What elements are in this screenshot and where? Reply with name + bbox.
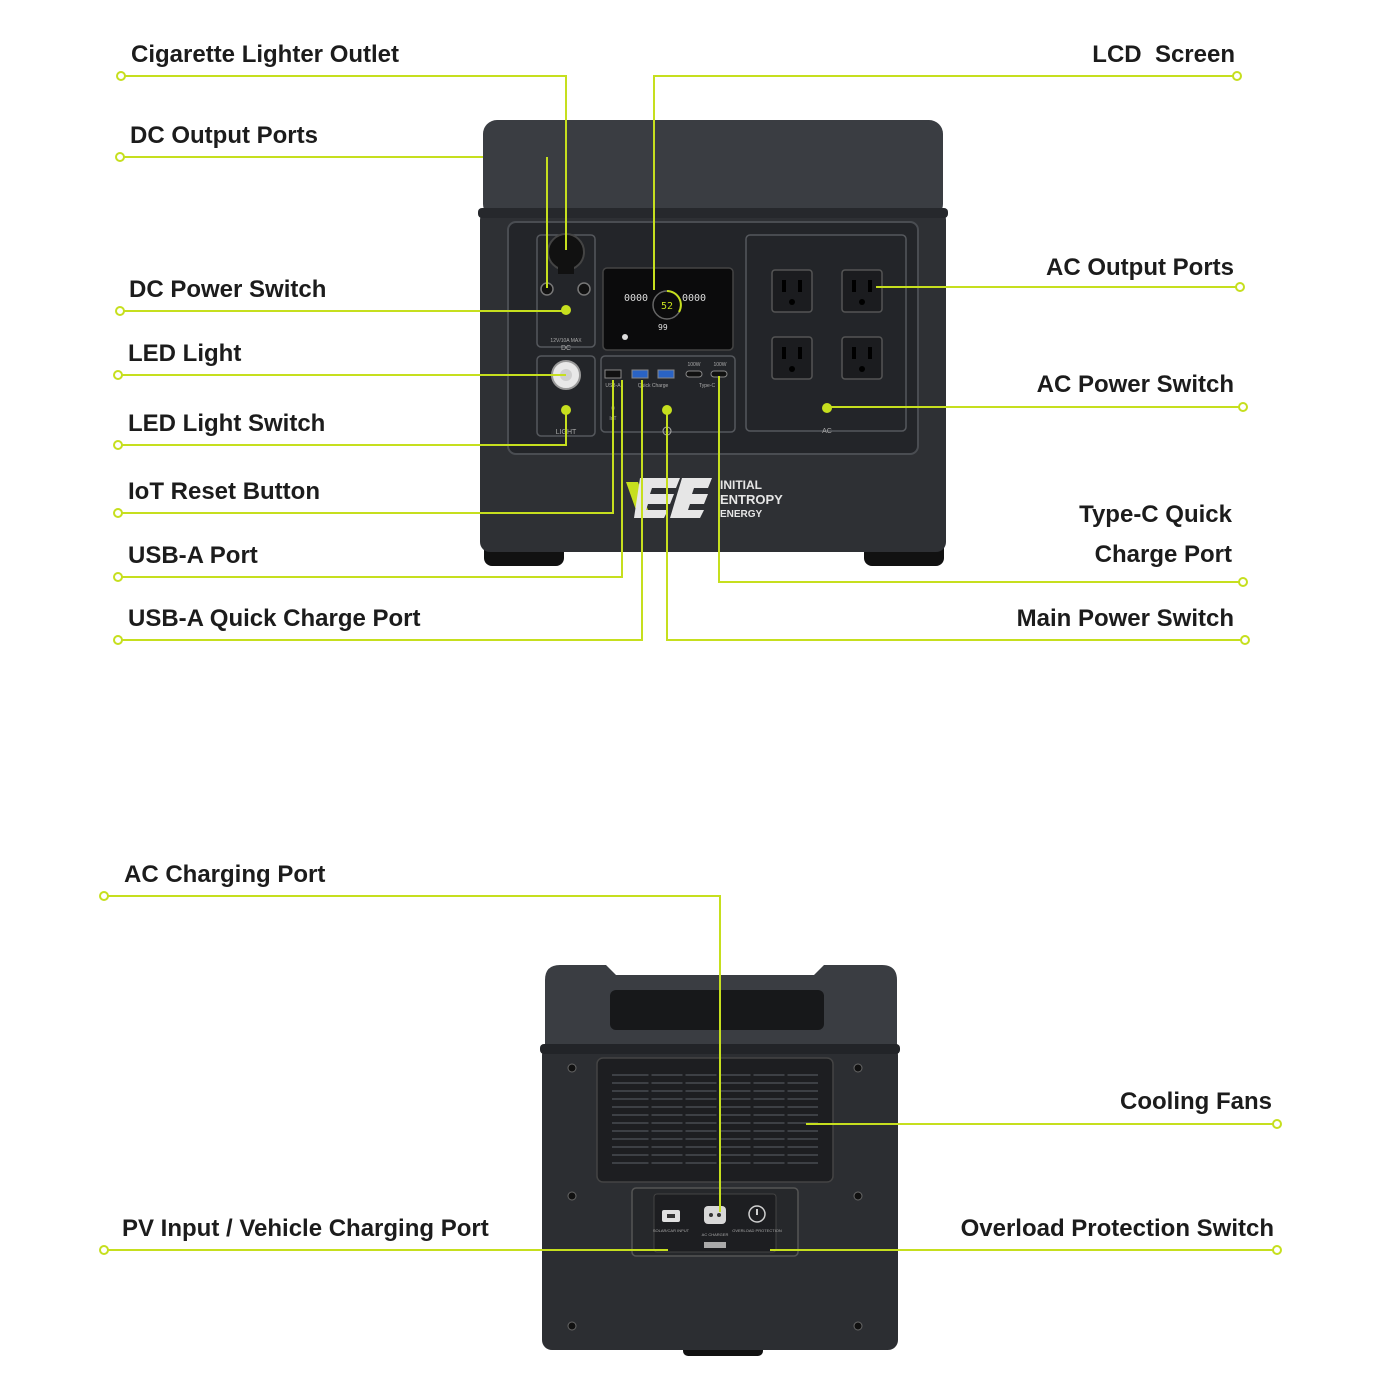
usb-a-quick-charge-port-2[interactable] [657, 369, 675, 379]
label-ac-output: AC Output Ports [1046, 254, 1234, 281]
type-c-label: Type-C [699, 383, 716, 389]
label-type-c-line2: Charge Port [1094, 541, 1232, 568]
label-cooling-fans: Cooling Fans [1120, 1088, 1272, 1115]
type-c-watt-1: 100W [687, 362, 700, 368]
ac-label: AC [822, 428, 832, 435]
label-dc-output: DC Output Ports [130, 122, 318, 149]
cooling-fans [596, 1057, 834, 1183]
lcd-screen [602, 267, 734, 351]
label-ac-charging-port: AC Charging Port [124, 861, 326, 888]
label-usb-a: USB-A Port [128, 542, 258, 569]
type-c-watt-2: 100W [713, 362, 726, 368]
label-led-light: LED Light [128, 340, 242, 367]
label-lcd-screen: LCD Screen [1092, 41, 1235, 68]
dc-output-port-right[interactable] [577, 282, 591, 296]
label-main-power-switch: Main Power Switch [1016, 605, 1234, 632]
dc-panel-label: DC [561, 345, 571, 352]
dc-small-label: 12V/10A MAX [550, 338, 582, 344]
type-c-port-1[interactable] [685, 370, 703, 378]
overload-protection-switch[interactable] [748, 1205, 766, 1223]
label-led-light-switch: LED Light Switch [128, 410, 326, 437]
solar-input-label: SOLAR/CAR INPUT [653, 1228, 690, 1233]
overload-label: OVERLOAD PROTECTION [732, 1228, 782, 1233]
label-overload-protection: Overload Protection Switch [960, 1215, 1274, 1242]
label-pv-input: PV Input / Vehicle Charging Port [122, 1215, 489, 1242]
label-dc-power-switch: DC Power Switch [129, 276, 327, 303]
lcd-input-value: 0000 [624, 293, 648, 304]
label-ac-power-switch: AC Power Switch [1036, 371, 1234, 398]
quick-charge-label: Quick Charge [638, 383, 669, 389]
lcd-time-value: 99 [658, 323, 668, 332]
ac-charger-label: AC CHARGER [702, 1232, 729, 1237]
ac-output-ports [771, 269, 883, 380]
usb-a-port[interactable] [604, 369, 622, 379]
label-usb-a-quick: USB-A Quick Charge Port [128, 605, 421, 632]
label-type-c-line1: Type-C Quick [1079, 501, 1232, 528]
brand-line1: INITIAL [720, 478, 762, 492]
brand-line2: ENTROPY [720, 492, 783, 507]
label-cigarette-lighter: Cigarette Lighter Outlet [131, 41, 400, 68]
brand-line3: ENERGY [720, 509, 763, 520]
lcd-output-value: 0000 [682, 293, 706, 304]
lcd-battery-percent: 52 [661, 301, 673, 312]
front-lid [483, 120, 943, 218]
label-iot-reset: IoT Reset Button [128, 478, 320, 505]
usb-a-quick-charge-port-1[interactable] [631, 369, 649, 379]
